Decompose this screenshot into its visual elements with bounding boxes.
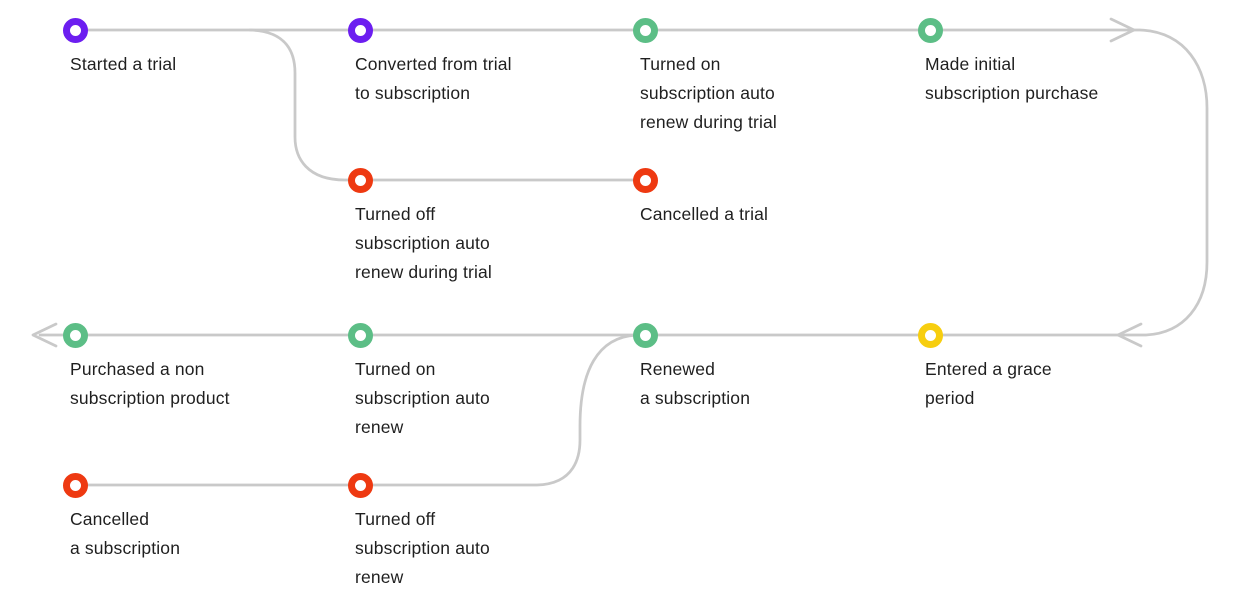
- event-label: Cancelled a trial: [640, 204, 769, 224]
- event-marker: [632, 17, 658, 43]
- arrow-right-icon: [1109, 17, 1136, 43]
- event-label: Entered a grace period: [925, 359, 1052, 408]
- event-marker: [347, 167, 373, 193]
- arrow-left-icon: [1116, 322, 1143, 348]
- event-marker: [347, 17, 373, 43]
- event-label: Cancelled a subscription: [70, 509, 181, 558]
- arrow-left-icon: [31, 322, 58, 348]
- event-label: Turned off subscription auto renew durin…: [355, 204, 492, 282]
- event-label: Purchased a non subscription product: [70, 359, 230, 408]
- event-marker: [62, 472, 88, 498]
- event-marker: [632, 167, 658, 193]
- event-label: Turned on subscription auto renew during…: [640, 54, 777, 132]
- event-marker: [347, 322, 373, 348]
- event-label: Converted from trial to subscription: [355, 54, 512, 103]
- event-marker: [917, 322, 943, 348]
- event-label: Turned on subscription auto renew: [355, 359, 490, 437]
- event-label: Renewed a subscription: [640, 359, 751, 408]
- event-marker: [347, 472, 373, 498]
- event-marker: [632, 322, 658, 348]
- wire-top-loop: [38, 28, 1209, 337]
- event-label: Turned off subscription auto renew: [355, 509, 490, 587]
- event-marker: [917, 17, 943, 43]
- event-marker: [62, 17, 88, 43]
- wire-bottom-branch: [73, 333, 640, 487]
- event-marker: [62, 322, 88, 348]
- wire-trial-branch: [248, 28, 647, 182]
- event-label: Made initial subscription purchase: [925, 54, 1099, 103]
- event-label: Started a trial: [70, 54, 177, 74]
